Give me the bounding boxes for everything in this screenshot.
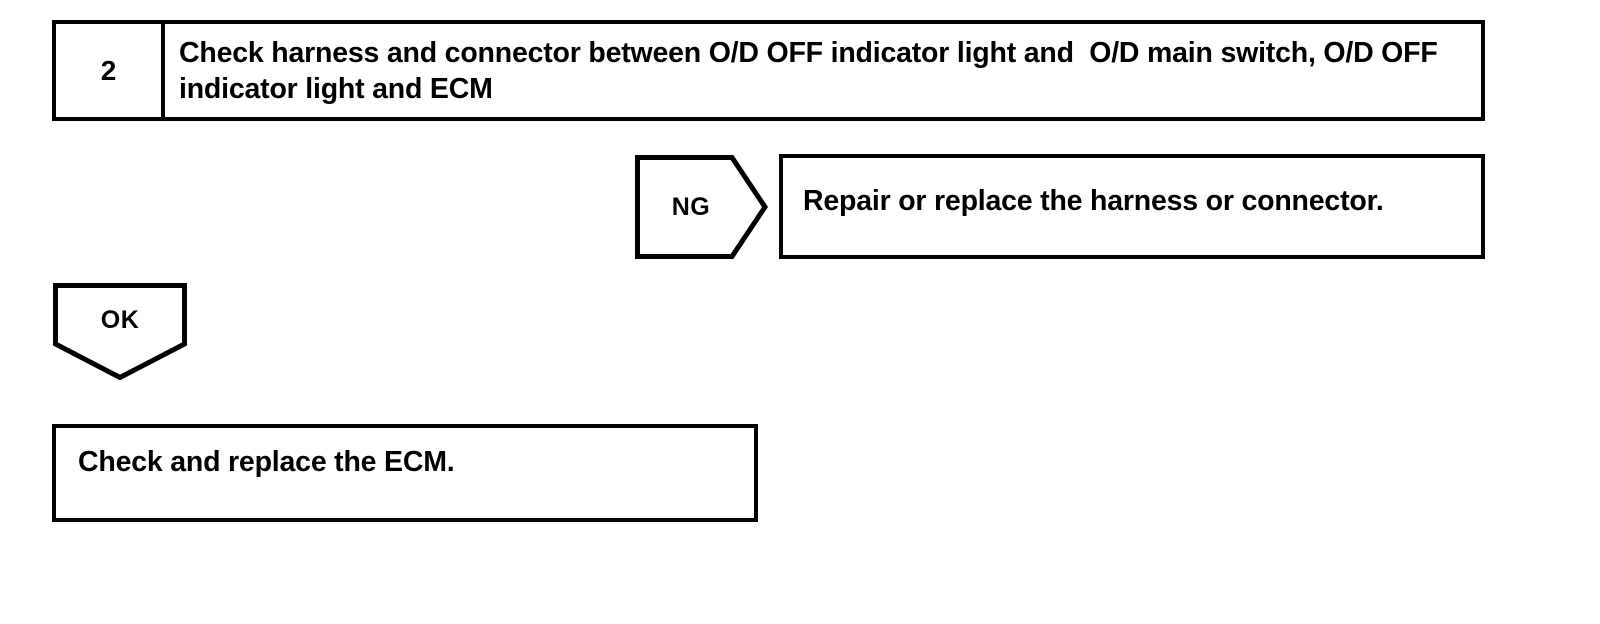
ok-branch-label: OK xyxy=(100,305,140,334)
ng-branch-label: NG xyxy=(671,192,711,221)
ng-result-box: Repair or replace the harness or connect… xyxy=(779,154,1485,259)
step-number-cell: 2 xyxy=(56,24,165,117)
step-number: 2 xyxy=(100,54,117,86)
step-instruction-text: Check harness and connector between O/D … xyxy=(179,37,1446,105)
ok-result-box: Check and replace the ECM. xyxy=(52,424,758,522)
ng-branch-arrow: NG xyxy=(635,155,768,259)
ok-branch-arrow: OK xyxy=(53,283,187,380)
ng-result-text: Repair or replace the harness or connect… xyxy=(803,185,1384,217)
ok-result-text: Check and replace the ECM. xyxy=(78,446,455,478)
pentagon-down-icon xyxy=(53,283,187,380)
step-instruction-cell: Check harness and connector between O/D … xyxy=(165,24,1481,117)
pentagon-right-icon xyxy=(635,155,768,259)
step-header-row: 2 Check harness and connector between O/… xyxy=(52,20,1485,121)
